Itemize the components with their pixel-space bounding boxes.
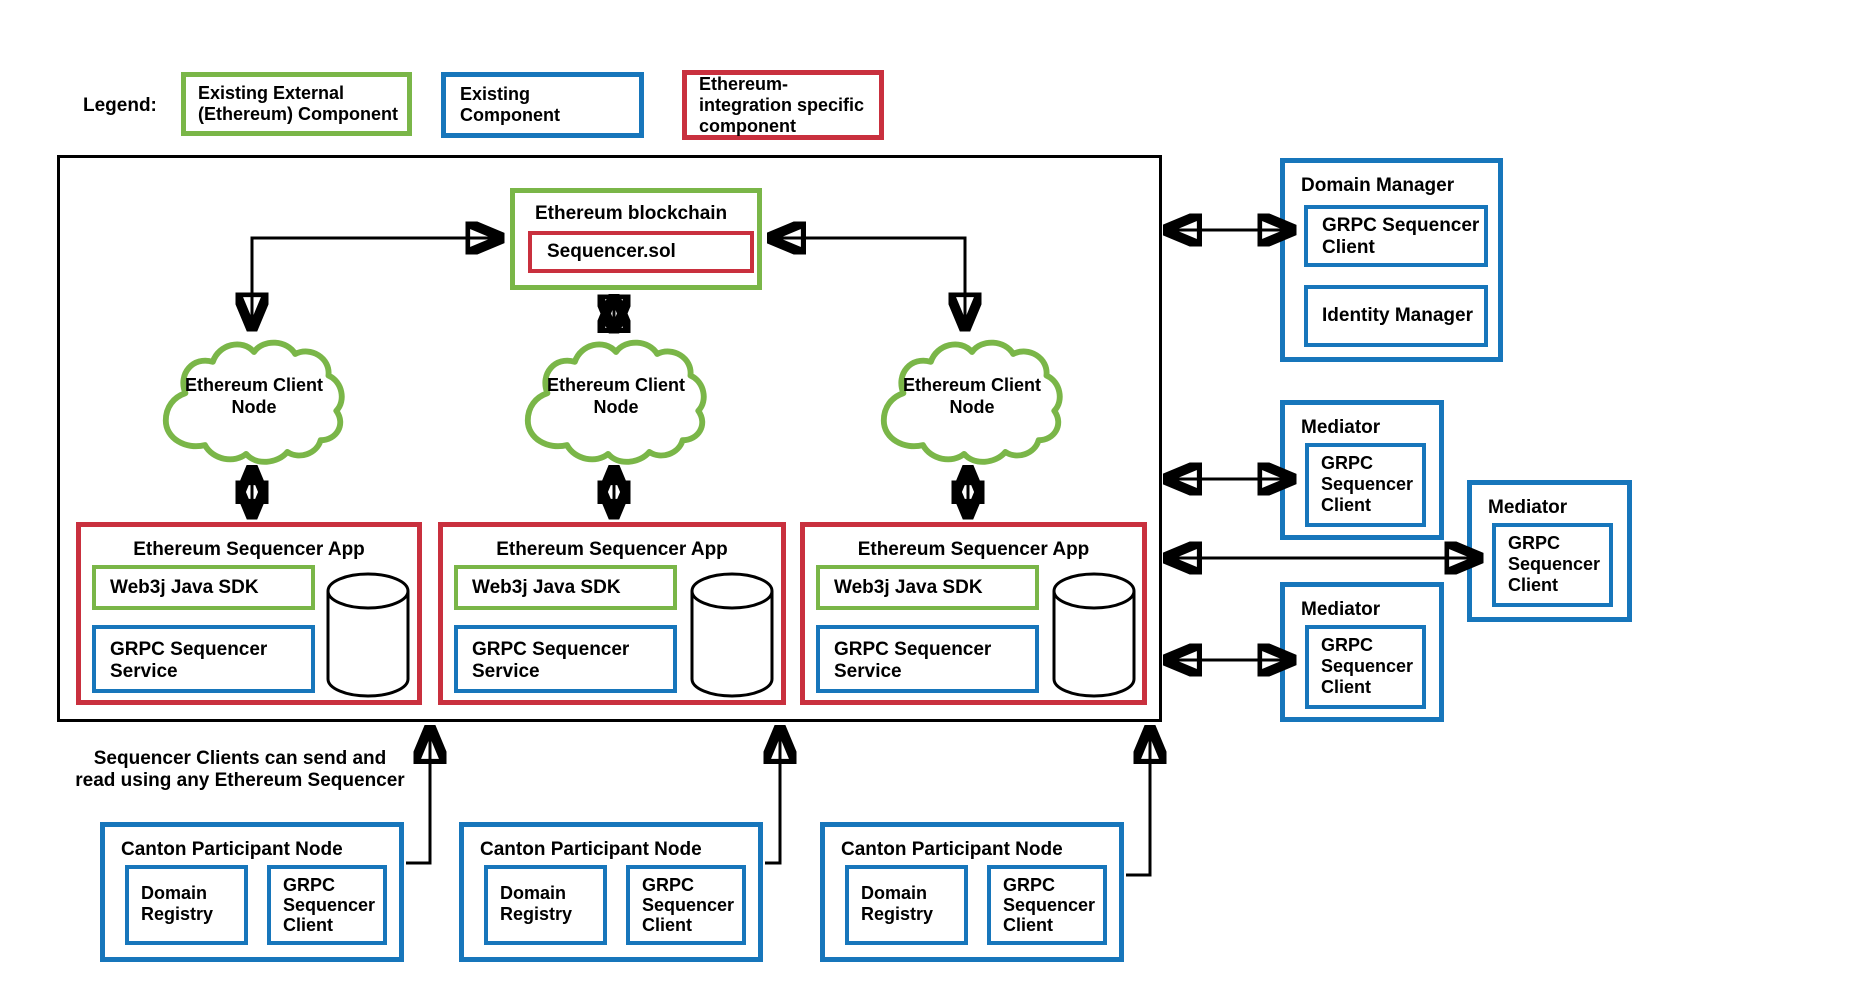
canton-participant-node-1: Canton Participant Node Domain Registry … [100, 822, 404, 962]
grpc-sequencer-client-box: GRPC Sequencer Client [626, 865, 746, 945]
mediator-title: Mediator [1488, 497, 1568, 518]
mediator-grpc-sequencer-client-box: GRPC Sequencer Client [1492, 523, 1613, 607]
mediator-box-2: Mediator GRPC Sequencer Client [1467, 480, 1632, 622]
mediator-box-3: Mediator GRPC Sequencer Client [1280, 582, 1444, 722]
ethereum-client-node-label: Ethereum Client Node [546, 375, 686, 417]
sequencer-clients-note: Sequencer Clients can send and read usin… [75, 748, 405, 791]
domain-manager-box: Domain Manager GRPC Sequencer Client Ide… [1280, 158, 1503, 362]
sequencer-sol-box: Sequencer.sol [528, 231, 754, 273]
ethereum-client-node-1: Ethereum Client Node [156, 332, 352, 470]
web3j-sdk-box: Web3j Java SDK [92, 565, 315, 610]
ethereum-blockchain-box: Ethereum blockchain Sequencer.sol [510, 188, 762, 290]
legend-label: Legend: [83, 95, 157, 116]
domain-registry-label: Domain Registry [861, 883, 934, 924]
web3j-sdk-label: Web3j Java SDK [834, 576, 983, 598]
web3j-sdk-label: Web3j Java SDK [472, 576, 621, 598]
grpc-sequencer-client-label: GRPC Sequencer Client [1003, 875, 1096, 935]
legend-existing-component: Existing Component [441, 72, 644, 138]
database-cylinder-icon [1052, 572, 1136, 698]
mediator-title: Mediator [1301, 417, 1381, 438]
legend-ethereum-integration-component: Ethereum-integration specific component [682, 70, 884, 140]
identity-manager-label: Identity Manager [1322, 305, 1473, 326]
web3j-sdk-box: Web3j Java SDK [816, 565, 1039, 610]
arrow-canton3-container [1126, 728, 1150, 877]
mediator-grpc-sequencer-client-box: GRPC Sequencer Client [1305, 625, 1426, 709]
mediator-grpc-sequencer-client-box: GRPC Sequencer Client [1305, 443, 1426, 527]
grpc-sequencer-client-label: GRPC Sequencer Client [642, 875, 735, 935]
mediator-grpc-sequencer-client-label: GRPC Sequencer Client [1508, 533, 1601, 595]
dm-grpc-sequencer-client-label: GRPC Sequencer Client [1322, 215, 1480, 258]
canton-participant-node-3: Canton Participant Node Domain Registry … [820, 822, 1124, 962]
web3j-sdk-box: Web3j Java SDK [454, 565, 677, 610]
cloud-icon [162, 339, 345, 465]
grpc-sequencer-service-label: GRPC Sequencer Service [472, 639, 630, 682]
canton-node-title: Canton Participant Node [841, 839, 1063, 860]
canton-node-title: Canton Participant Node [480, 839, 702, 860]
app-title: Ethereum Sequencer App [857, 539, 1090, 560]
ethereum-integration-container [57, 155, 1162, 722]
legend-existing-external-component: Existing External (Ethereum) Component [181, 72, 412, 136]
ethereum-sequencer-app-2: Ethereum Sequencer App Web3j Java SDK GR… [438, 522, 786, 705]
app-title: Ethereum Sequencer App [496, 539, 728, 560]
grpc-sequencer-client-box: GRPC Sequencer Client [267, 865, 387, 945]
cloud-icon [524, 339, 707, 465]
grpc-sequencer-service-box: GRPC Sequencer Service [816, 625, 1039, 693]
dm-grpc-sequencer-client-box: GRPC Sequencer Client [1304, 205, 1488, 267]
ethereum-client-node-label: Ethereum Client Node [902, 375, 1042, 417]
mediator-grpc-sequencer-client-label: GRPC Sequencer Client [1321, 453, 1414, 515]
app-title: Ethereum Sequencer App [133, 539, 365, 560]
legend-existing-label: Existing Component [460, 84, 560, 125]
ethereum-client-node-label: Ethereum Client Node [184, 375, 324, 417]
ethereum-sequencer-app-1: Ethereum Sequencer App Web3j Java SDK GR… [76, 522, 422, 705]
legend-existing-external-label: Existing External (Ethereum) Component [198, 83, 398, 124]
domain-registry-box: Domain Registry [484, 865, 607, 945]
domain-registry-box: Domain Registry [125, 865, 248, 945]
mediator-grpc-sequencer-client-label: GRPC Sequencer Client [1321, 635, 1414, 697]
web3j-sdk-label: Web3j Java SDK [110, 576, 259, 598]
arrow-canton1-container [406, 728, 430, 865]
database-cylinder-icon [690, 572, 774, 698]
arrow-canton2-container [765, 728, 780, 865]
ethereum-client-node-3: Ethereum Client Node [874, 332, 1070, 470]
domain-registry-label: Domain Registry [500, 883, 573, 924]
mediator-title: Mediator [1301, 599, 1381, 620]
grpc-sequencer-service-label: GRPC Sequencer Service [834, 639, 992, 682]
ethereum-sequencer-app-3: Ethereum Sequencer App Web3j Java SDK GR… [800, 522, 1147, 705]
database-cylinder-icon [326, 572, 410, 698]
grpc-sequencer-service-box: GRPC Sequencer Service [92, 625, 315, 693]
domain-registry-box: Domain Registry [845, 865, 968, 945]
grpc-sequencer-service-label: GRPC Sequencer Service [110, 639, 268, 682]
canton-node-title: Canton Participant Node [121, 839, 343, 860]
mediator-box-1: Mediator GRPC Sequencer Client [1280, 400, 1444, 540]
domain-manager-title: Domain Manager [1301, 175, 1455, 196]
ethereum-blockchain-title: Ethereum blockchain [535, 203, 728, 224]
domain-registry-label: Domain Registry [141, 883, 214, 924]
grpc-sequencer-service-box: GRPC Sequencer Service [454, 625, 677, 693]
identity-manager-box: Identity Manager [1304, 285, 1488, 347]
grpc-sequencer-client-box: GRPC Sequencer Client [987, 865, 1107, 945]
canton-participant-node-2: Canton Participant Node Domain Registry … [459, 822, 763, 962]
cloud-icon [880, 339, 1063, 465]
ethereum-client-node-2: Ethereum Client Node [518, 332, 714, 470]
sequencer-sol-label: Sequencer.sol [547, 241, 676, 262]
legend-ethereum-integration-label: Ethereum-integration specific component [699, 73, 865, 136]
grpc-sequencer-client-label: GRPC Sequencer Client [283, 875, 376, 935]
